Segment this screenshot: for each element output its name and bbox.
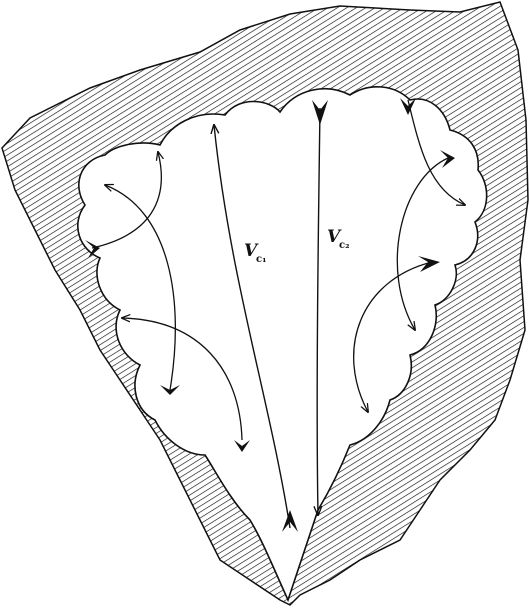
label-vc1-sub: c₁ — [256, 254, 266, 265]
scalloped-cavity — [78, 87, 487, 600]
label-vc2-sub: c₂ — [339, 240, 349, 251]
